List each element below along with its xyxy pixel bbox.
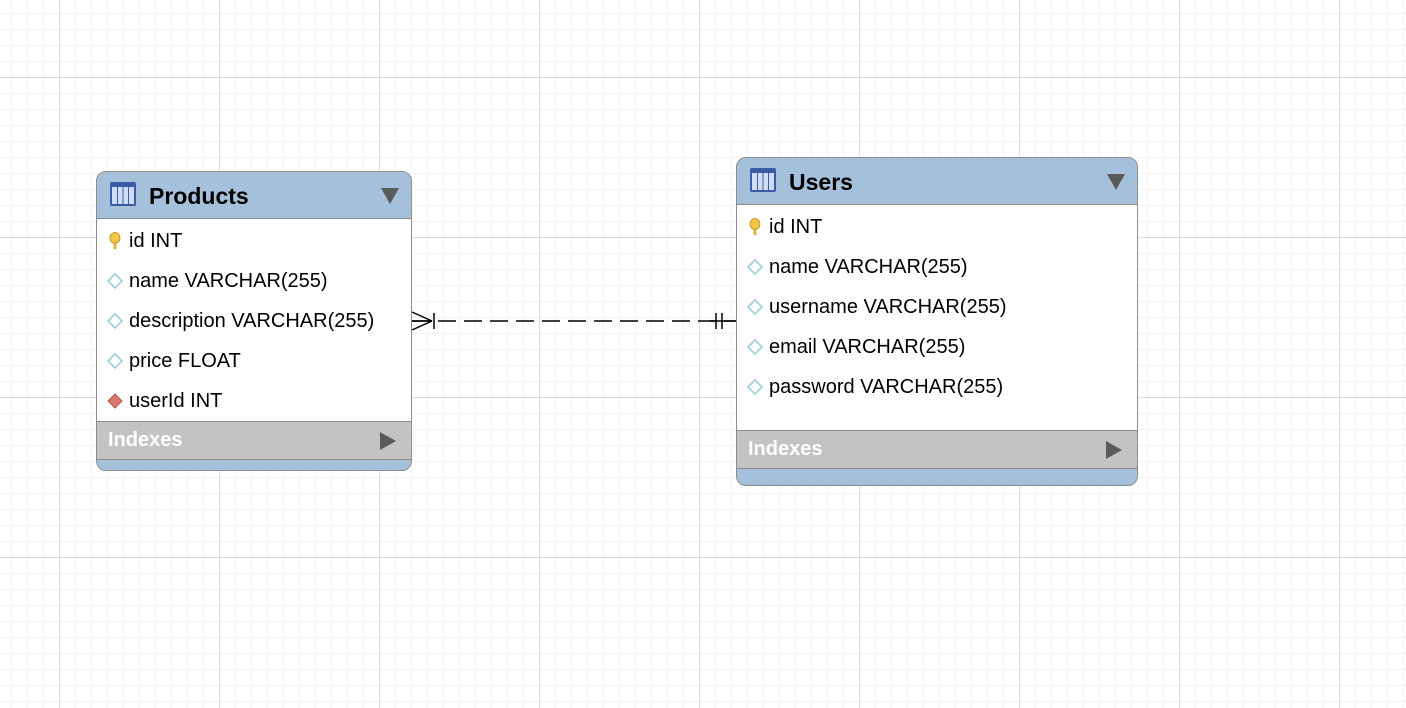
column-row[interactable]: description VARCHAR(255) (97, 301, 411, 341)
column-row[interactable]: password VARCHAR(255) (737, 367, 1137, 407)
indexes-label: Indexes (108, 429, 183, 451)
products-columns: id INT name VARCHAR(255) description VAR… (97, 219, 411, 422)
column-icon (106, 352, 124, 370)
column-icon (746, 298, 764, 316)
column-row[interactable]: price FLOAT (97, 341, 411, 381)
indexes-label: Indexes (748, 438, 823, 460)
users-columns: id INT name VARCHAR(255) username VARCHA… (737, 205, 1137, 431)
column-icon (746, 258, 764, 276)
column-name: userId INT (129, 390, 223, 412)
users-table-header[interactable]: Users (737, 158, 1137, 205)
products-table-footer (97, 460, 411, 470)
users-table[interactable]: Users id INT name VARCHAR(255) (736, 157, 1138, 486)
products-indexes-bar[interactable]: Indexes (97, 422, 411, 460)
column-icon (106, 272, 124, 290)
expand-arrow-icon[interactable] (1106, 441, 1122, 459)
foreign-key-icon (107, 393, 123, 409)
primary-key-icon (109, 232, 121, 249)
column-row[interactable]: id INT (97, 221, 411, 261)
column-name: id INT (129, 230, 183, 252)
products-table-header[interactable]: Products (97, 172, 411, 219)
table-title: Users (789, 169, 853, 195)
users-table-footer (737, 469, 1137, 484)
products-table[interactable]: Products id INT name VARCHAR(255) (96, 171, 412, 471)
column-name: price FLOAT (129, 350, 241, 372)
users-indexes-bar[interactable]: Indexes (737, 431, 1137, 469)
column-name: name VARCHAR(255) (769, 256, 968, 278)
collapse-arrow-icon[interactable] (381, 188, 399, 204)
collapse-arrow-icon[interactable] (1107, 174, 1125, 190)
column-icon (746, 378, 764, 396)
column-row[interactable]: email VARCHAR(255) (737, 327, 1137, 367)
column-name: name VARCHAR(255) (129, 270, 328, 292)
column-name: id INT (769, 216, 823, 238)
exactly-one-icon (710, 313, 737, 329)
column-row[interactable]: name VARCHAR(255) (97, 261, 411, 301)
crows-foot-many-icon (411, 311, 435, 331)
column-name: username VARCHAR(255) (769, 296, 1007, 318)
expand-arrow-icon[interactable] (380, 432, 396, 450)
column-icon (746, 338, 764, 356)
column-name: description VARCHAR(255) (129, 310, 375, 332)
column-row[interactable]: name VARCHAR(255) (737, 247, 1137, 287)
column-icon (106, 312, 124, 330)
column-row[interactable]: id INT (737, 207, 1137, 247)
table-icon (750, 168, 776, 192)
table-title: Products (149, 183, 249, 209)
column-row[interactable]: userId INT (97, 381, 411, 421)
column-row[interactable]: username VARCHAR(255) (737, 287, 1137, 327)
primary-key-icon (749, 218, 761, 235)
column-name: password VARCHAR(255) (769, 376, 1004, 398)
table-icon (110, 182, 136, 206)
column-name: email VARCHAR(255) (769, 336, 966, 358)
